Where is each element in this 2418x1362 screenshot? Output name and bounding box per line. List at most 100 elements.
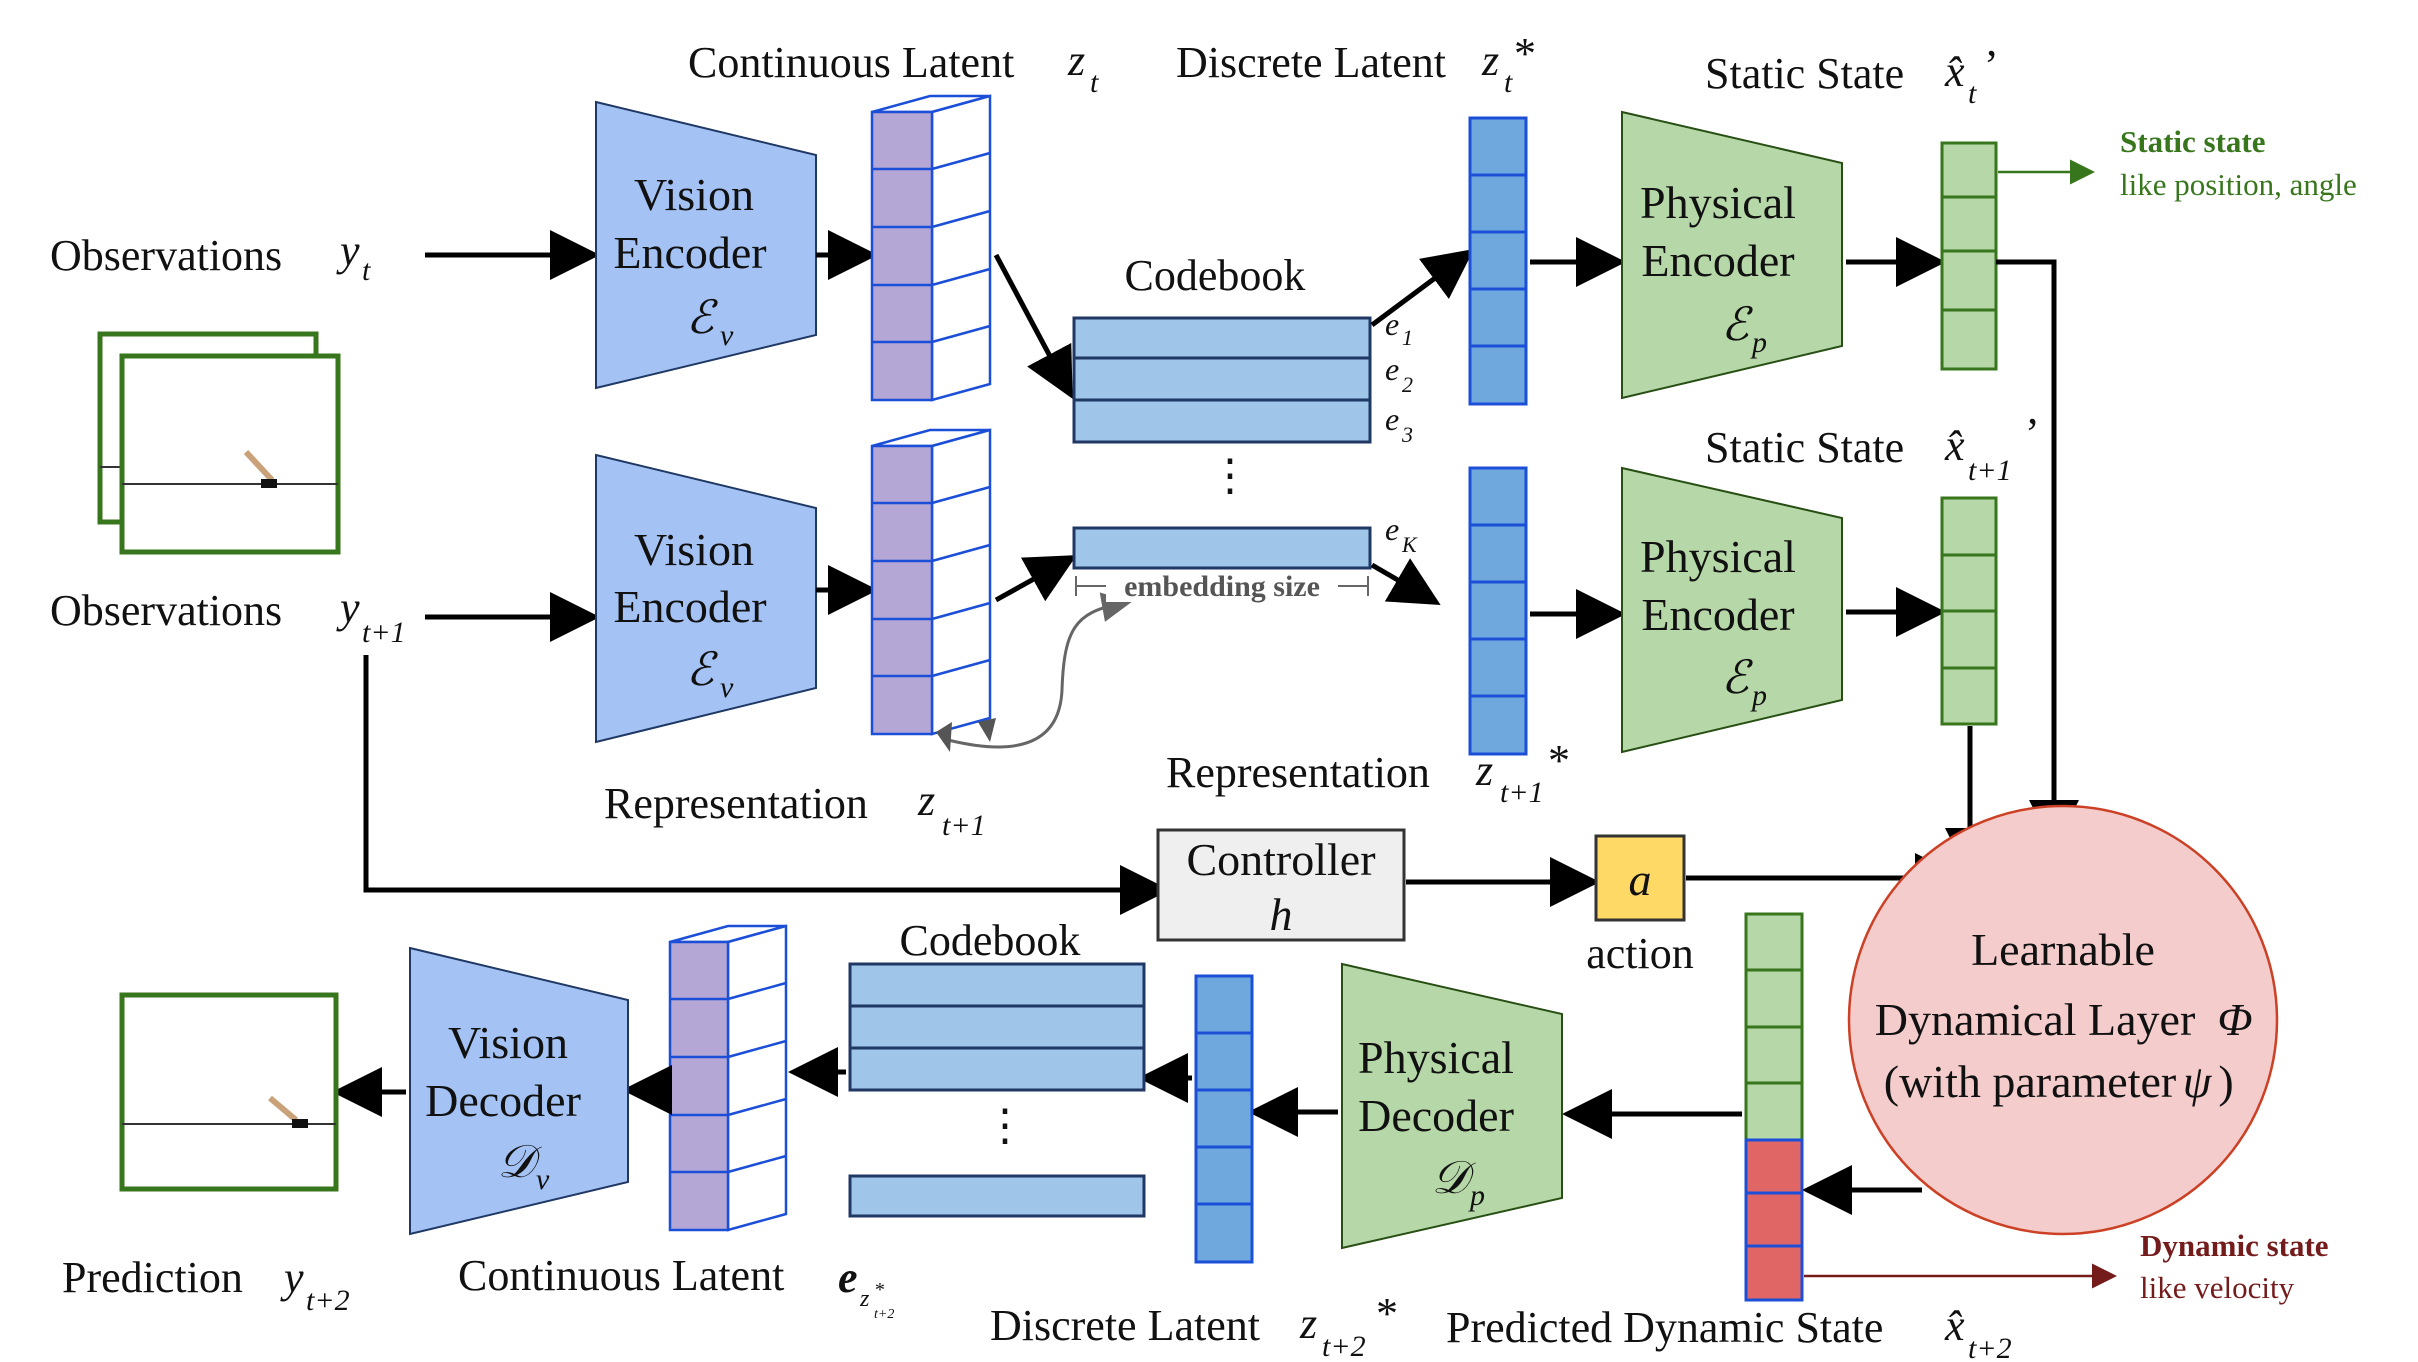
svg-text:t: t [1504, 66, 1513, 99]
svg-text:t+1: t+1 [362, 616, 406, 649]
svg-text:like velocity: like velocity [2140, 1270, 2295, 1305]
svg-text:z: z [1475, 746, 1493, 795]
discrete-latent-bottom [1194, 974, 1254, 1264]
svg-text:Static state: Static state [2120, 124, 2265, 159]
svg-text:Dynamic state: Dynamic state [2140, 1228, 2329, 1263]
svg-text:y: y [336, 226, 360, 275]
svg-text:Physical: Physical [1640, 531, 1796, 582]
svg-text:y: y [336, 583, 360, 632]
svg-text:embedding size: embedding size [1124, 570, 1320, 603]
svg-text:’: ’ [1984, 41, 1999, 90]
svg-text:Decoder: Decoder [1358, 1090, 1514, 1141]
svg-text:p: p [1750, 326, 1767, 359]
svg-text:’: ’ [2025, 409, 2040, 458]
physical-decoder: Physical Decoder 𝒟 p [1341, 962, 1563, 1250]
discrete-latent-bottom-label: Discrete Latent z t+2 * [990, 1289, 1398, 1362]
embedding-size-pointer [947, 592, 1132, 749]
svg-text:Physical: Physical [1640, 177, 1796, 228]
action-label: action [1586, 929, 1694, 978]
svg-text:Encoder: Encoder [613, 227, 766, 278]
static-state-mid-label: Static State x̂ t+1 ’ [1705, 409, 2040, 487]
svg-text:3: 3 [1401, 422, 1413, 447]
svg-text:z: z [1481, 36, 1499, 85]
svg-text:e: e [1385, 511, 1399, 547]
vision-encoder-2: Vision Encoder ℰ v [595, 453, 817, 744]
svg-text:e: e [1385, 401, 1399, 437]
svg-text:Static State: Static State [1705, 49, 1904, 98]
svg-text:v: v [536, 1163, 550, 1196]
continuous-latent-bottom-label: Continuous Latent e z * t+2 [458, 1251, 894, 1322]
svg-text:2: 2 [1402, 372, 1413, 397]
controller-block: Controller h [1156, 828, 1406, 942]
svg-text:Dynamical Layer: Dynamical Layer [1875, 994, 2196, 1045]
arrow-codebook-discrete-mid [1370, 558, 1441, 606]
svg-text:z: z [917, 776, 935, 825]
static-state-top [1940, 141, 1998, 371]
svg-text:v: v [720, 671, 734, 704]
codebook-bottom: Codebook ⋮ [848, 916, 1146, 1218]
svg-text:K: K [1401, 532, 1418, 557]
svg-text:*: * [1376, 1289, 1398, 1338]
svg-text:Representation: Representation [1166, 748, 1430, 797]
svg-text:Observations: Observations [50, 231, 282, 280]
svg-text:like position, angle: like position, angle [2120, 167, 2357, 202]
svg-text:p: p [1750, 679, 1767, 712]
svg-text:Learnable: Learnable [1971, 924, 2155, 975]
svg-text:t: t [1090, 66, 1099, 99]
svg-text:t+1: t+1 [942, 809, 986, 842]
representation-left-label: Representation z t+1 [604, 776, 986, 842]
dynamical-layer: Learnable Dynamical Layer Φ (with parame… [1847, 804, 2279, 1236]
svg-text:Continuous Latent: Continuous Latent [458, 1251, 784, 1300]
svg-text:Static State: Static State [1705, 423, 1904, 472]
svg-text:z: z [1067, 36, 1085, 85]
svg-text:ℰ: ℰ [1721, 299, 1753, 350]
svg-text:t+2: t+2 [1968, 1332, 2012, 1362]
svg-text:*: * [874, 1279, 884, 1301]
svg-text:p: p [1468, 1179, 1485, 1212]
svg-text:Vision: Vision [448, 1017, 568, 1068]
svg-text:ψ: ψ [2183, 1056, 2213, 1107]
svg-text:⋮: ⋮ [983, 1101, 1027, 1150]
svg-text:z: z [859, 1286, 870, 1312]
svg-text:v: v [720, 319, 734, 352]
prediction-label: Prediction y t+2 [62, 1253, 350, 1317]
discrete-latent-top [1468, 116, 1528, 406]
svg-text:Vision: Vision [634, 169, 754, 220]
arrow-static-top-dyn [1996, 259, 2079, 850]
continuous-latent-top [870, 94, 992, 402]
svg-text:e: e [838, 1253, 858, 1302]
action-box: a [1594, 834, 1686, 922]
representation-right-label: Representation z t+1 * [1166, 736, 1570, 809]
observations-t-label: Observations y t [50, 226, 371, 287]
svg-text:): ) [2218, 1056, 2233, 1107]
svg-text:1: 1 [1402, 325, 1413, 350]
svg-text:t+1: t+1 [1500, 776, 1544, 809]
vision-encoder-1: Vision Encoder ℰ v [595, 100, 817, 390]
static-state-annotation: Static state like position, angle [2120, 124, 2357, 202]
svg-text:Decoder: Decoder [425, 1075, 581, 1126]
svg-text:x̂: x̂ [1944, 421, 1965, 470]
svg-text:Predicted Dynamic State: Predicted Dynamic State [1446, 1303, 1883, 1352]
svg-text:⋮: ⋮ [1208, 451, 1252, 500]
physical-encoder-2: Physical Encoder ℰ p [1621, 466, 1843, 754]
svg-text:ℰ: ℰ [686, 644, 718, 695]
svg-text:Encoder: Encoder [613, 581, 766, 632]
continuous-latent-bottom [668, 924, 788, 1232]
observation-frames [97, 331, 341, 555]
svg-text:Discrete Latent: Discrete Latent [1176, 38, 1446, 87]
svg-text:Codebook: Codebook [1125, 251, 1306, 300]
svg-text:Discrete Latent: Discrete Latent [990, 1301, 1260, 1350]
svg-text:Encoder: Encoder [1641, 589, 1794, 640]
svg-text:e: e [1385, 351, 1399, 387]
continuous-latent-mid [870, 428, 992, 736]
svg-text:y: y [280, 1253, 304, 1302]
svg-text:Observations: Observations [50, 586, 282, 635]
svg-text:ℰ: ℰ [686, 292, 718, 343]
prediction-frame [119, 992, 339, 1192]
predicted-dynamic-state-label: Predicted Dynamic State x̂ t+2 [1446, 1301, 2012, 1362]
svg-text:t+1: t+1 [1968, 454, 2012, 487]
svg-text:*: * [1548, 736, 1570, 785]
svg-text:t+2: t+2 [306, 1284, 350, 1317]
